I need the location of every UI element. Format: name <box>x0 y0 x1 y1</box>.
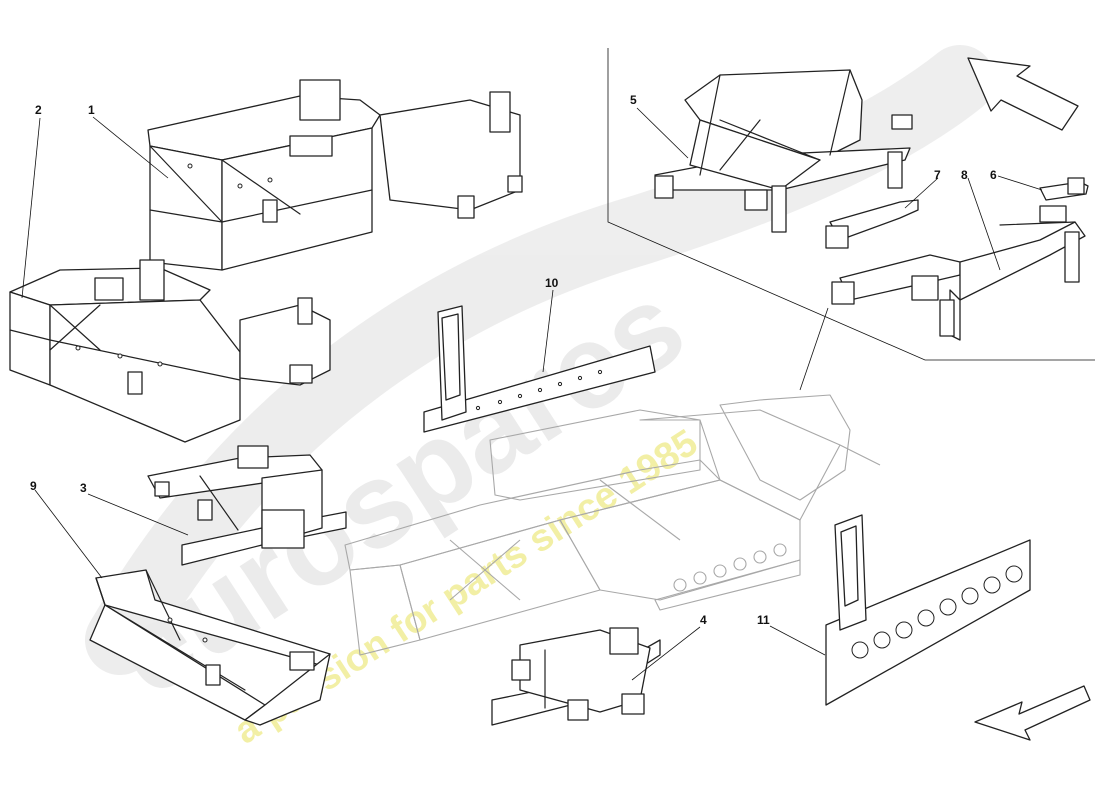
part-5-rear-cage-frame <box>654 69 913 233</box>
callout-3: 3 <box>80 481 87 495</box>
callout-6: 6 <box>990 168 997 182</box>
part-7-crossmember <box>825 199 919 249</box>
part-3-center-section <box>147 445 347 566</box>
callout-11: 11 <box>757 613 770 627</box>
part-1-front-frame <box>147 79 523 271</box>
part-10-side-sill <box>423 305 656 433</box>
part-2-front-subframe <box>9 259 331 443</box>
callout-2: 2 <box>35 103 42 117</box>
part-6-bracket <box>1039 177 1089 201</box>
direction-arrow-upper-right <box>967 57 1079 131</box>
callout-5: 5 <box>630 93 637 107</box>
leader-lines <box>21 107 1043 681</box>
detail-box-outline <box>607 48 1095 391</box>
part-4-rear-node <box>491 627 661 726</box>
callout-numbers: 1 2 3 4 5 6 7 8 9 10 11 <box>30 93 997 627</box>
part-9-front-crossframe <box>89 569 331 726</box>
callout-10: 10 <box>545 276 559 290</box>
part-11-side-sill <box>825 514 1031 706</box>
direction-arrow-lower-right <box>974 685 1091 741</box>
callout-1: 1 <box>88 103 95 117</box>
callout-4: 4 <box>700 613 707 627</box>
callout-7: 7 <box>934 168 941 182</box>
callout-8: 8 <box>961 168 968 182</box>
callout-9: 9 <box>30 479 37 493</box>
part-8-rear-subframe <box>831 205 1086 341</box>
complete-chassis-ghost <box>344 394 881 656</box>
